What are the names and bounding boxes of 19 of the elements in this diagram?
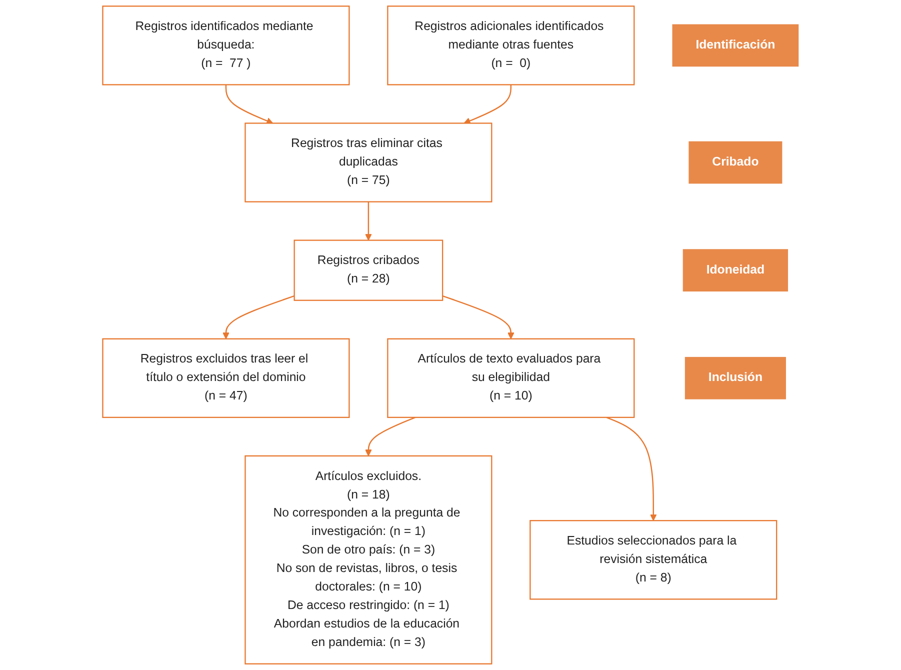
node-box: Artículos de texto evaluados para su elegibilidad (n = 10) xyxy=(387,338,635,418)
arrow xyxy=(606,416,657,521)
node-box: Registros adicionales identificados mediante otras fuentes (n = 0) xyxy=(387,6,635,86)
node-box: Inclusión xyxy=(684,356,786,400)
node-box: Estudios seleccionados para la revisión sistemática (n = 8) xyxy=(530,520,778,600)
node-box: Cribado xyxy=(688,141,782,184)
arrow xyxy=(365,202,372,241)
node-box: Artículos excluidos. (n = 18) No corresponden a la pregunta de investigación: (n = 1) Son de otro país: (n = 3) No son de revistas, libros, o tesis doctorales: (n = 10) De acceso restringido: (n = 1) Abordan estudios de la educación en pandemia: (n = 3) xyxy=(244,455,492,664)
node-box: Registros cribados (n = 28) xyxy=(294,240,444,301)
arrow xyxy=(222,295,295,340)
arrow xyxy=(365,416,416,456)
node-box: Registros identificados mediante búsqueda: (n = 77 ) xyxy=(102,6,350,86)
node-box: Registros excluidos tras leer el título o extensión del dominio (n = 47) xyxy=(102,338,350,418)
arrow xyxy=(225,84,274,124)
node-box: Idoneidad xyxy=(682,249,788,292)
node-box: Identificación xyxy=(672,24,799,67)
arrow xyxy=(464,84,512,124)
node-box: Registros tras eliminar citas duplicadas (n = 75) xyxy=(244,122,492,202)
arrow xyxy=(442,295,514,340)
